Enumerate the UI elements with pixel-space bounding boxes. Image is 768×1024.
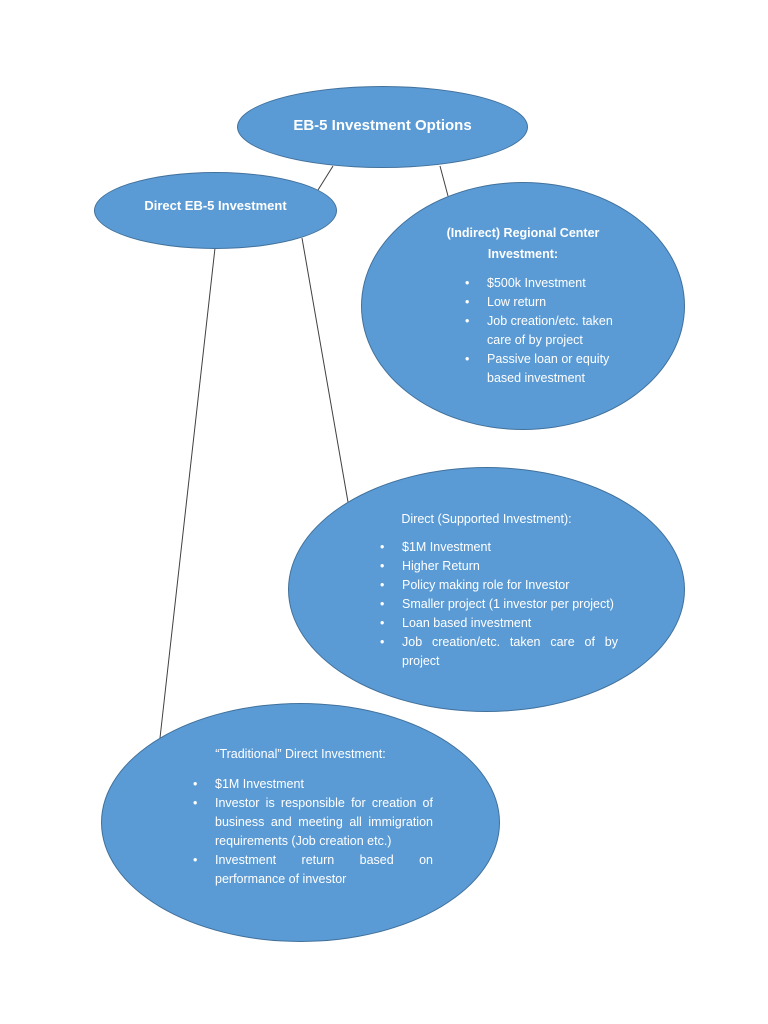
bullet-item: $1M Investment xyxy=(193,775,433,794)
connector-root-to-direct xyxy=(317,165,334,191)
node-traditional-direct-investment: “Traditional” Direct Investment: $1M Inv… xyxy=(101,703,500,942)
bullet-list: $1M Investment Investor is responsible f… xyxy=(193,775,433,889)
bullet-item: Loan based investment xyxy=(380,614,618,633)
connector-root-to-regional-center xyxy=(439,165,449,197)
node-title: “Traditional” Direct Investment: xyxy=(215,747,386,761)
node-title-line-2: Investment: xyxy=(487,247,559,261)
bullet-item: $500k Investment xyxy=(465,274,625,293)
bullet-item: Investment return based on performance o… xyxy=(193,851,433,889)
node-title: EB-5 Investment Options xyxy=(293,117,472,134)
bullet-item: Higher Return xyxy=(380,557,618,576)
bullet-item: $1M Investment xyxy=(380,538,618,557)
connector-direct-to-supported xyxy=(301,237,349,503)
node-eb5-investment-options: EB-5 Investment Options xyxy=(237,86,528,168)
bullet-item: Investor is responsible for creation of … xyxy=(193,794,433,851)
bullet-item: Passive loan or equity based investment xyxy=(465,350,625,388)
node-regional-center-investment: (Indirect) Regional Center Investment: $… xyxy=(361,182,685,430)
connector-direct-to-traditional xyxy=(159,247,216,739)
bullet-item: Policy making role for Investor xyxy=(380,576,618,595)
bullet-item: Low return xyxy=(465,293,625,312)
bullet-item: Smaller project (1 investor per project) xyxy=(380,595,618,614)
bullet-list: $1M Investment Higher Return Policy maki… xyxy=(380,538,618,671)
node-title-line-1: (Indirect) Regional Center xyxy=(446,226,600,240)
node-title: Direct (Supported Investment): xyxy=(401,512,572,526)
bullet-item: Job creation/etc. taken care of by proje… xyxy=(465,312,625,350)
bullet-list: $500k Investment Low return Job creation… xyxy=(465,274,625,388)
node-direct-eb5-investment: Direct EB-5 Investment xyxy=(94,172,337,249)
node-direct-supported-investment: Direct (Supported Investment): $1M Inves… xyxy=(288,467,685,712)
bullet-item: Job creation/etc. taken care of by proje… xyxy=(380,633,618,671)
node-title: Direct EB-5 Investment xyxy=(144,198,287,213)
